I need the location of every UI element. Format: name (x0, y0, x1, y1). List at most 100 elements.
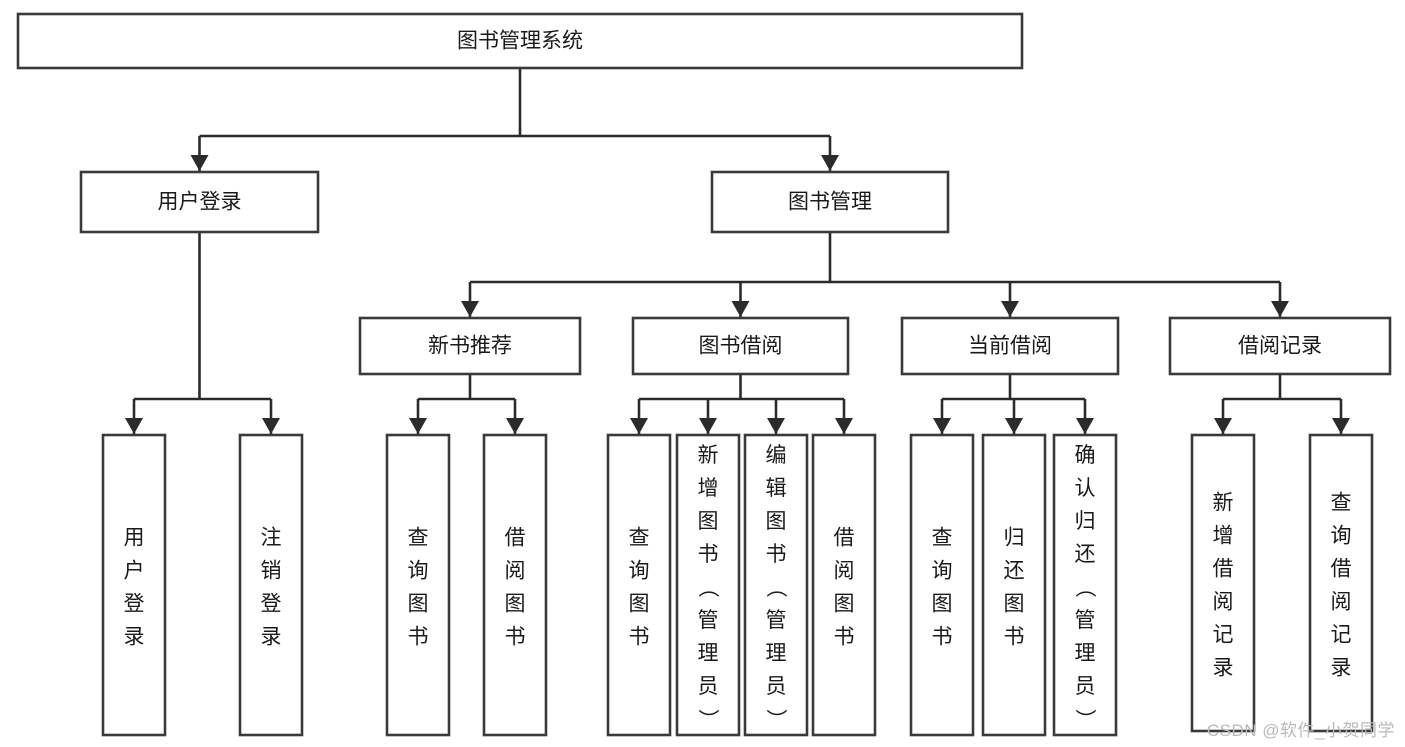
node-box-leaf-logout-login[interactable] (238, 433, 304, 737)
arrow-head-icon (767, 418, 785, 434)
svg-text:阅: 阅 (834, 560, 855, 583)
svg-text:认: 认 (1075, 477, 1096, 500)
node-box-leaf-query-book-borrow[interactable] (606, 433, 672, 737)
svg-text:理: 理 (1075, 642, 1096, 665)
edge-group-root (190, 68, 839, 171)
arrow-head-icon (1332, 418, 1350, 434)
svg-text:图: 图 (766, 510, 787, 533)
node-box-leaf-return-book[interactable] (981, 433, 1047, 737)
svg-text:图: 图 (505, 593, 526, 616)
node-label-root: 图书管理系统 (457, 30, 583, 53)
svg-text:理: 理 (766, 642, 787, 665)
node-box-user-login[interactable] (79, 170, 320, 234)
svg-text:书: 书 (629, 626, 650, 649)
node-new-book-recommend[interactable]: 新书推荐 (358, 316, 582, 376)
svg-text:借: 借 (1331, 558, 1352, 581)
arrow-head-icon (262, 418, 280, 434)
node-label-current-borrow: 当前借阅 (968, 335, 1052, 358)
svg-text:增: 增 (1213, 525, 1234, 548)
node-book-borrow[interactable]: 图书借阅 (631, 316, 850, 376)
node-layer: 图书管理系统用户登录图书管理新书推荐图书借阅当前借阅借阅记录用户登录注销登录查询… (16, 12, 1392, 737)
svg-text:询: 询 (408, 560, 429, 583)
svg-text:图: 图 (408, 593, 429, 616)
node-box-current-borrow[interactable] (900, 316, 1120, 376)
arrow-head-icon (630, 418, 648, 434)
node-box-new-book-recommend[interactable] (358, 316, 582, 376)
svg-text:还: 还 (1004, 560, 1025, 583)
node-box-borrow-record[interactable] (1168, 316, 1392, 376)
node-box-leaf-borrow-book-recommend[interactable] (482, 433, 548, 737)
svg-text:（: （ (696, 577, 719, 598)
node-user-login[interactable]: 用户登录 (79, 170, 320, 234)
svg-text:查: 查 (932, 527, 953, 550)
edge-group-book-management (461, 232, 1289, 317)
node-current-borrow[interactable]: 当前借阅 (900, 316, 1120, 376)
edge-group-current-borrow (933, 374, 1094, 434)
arrow-head-icon (461, 301, 479, 317)
svg-text:注: 注 (261, 527, 282, 550)
watermark-label: CSDN @软件_小贺同学 (1206, 721, 1395, 740)
svg-text:户: 户 (124, 560, 145, 583)
arrow-head-icon (699, 418, 717, 434)
svg-text:查: 查 (629, 527, 650, 550)
node-box-leaf-query-book-current[interactable] (909, 433, 975, 737)
svg-text:图: 图 (698, 510, 719, 533)
svg-text:借: 借 (505, 527, 526, 550)
node-book-management[interactable]: 图书管理 (710, 170, 950, 234)
svg-text:归: 归 (1075, 510, 1096, 533)
svg-text:查: 查 (408, 527, 429, 550)
node-label-book-management: 图书管理 (788, 191, 872, 214)
svg-text:）: ） (764, 709, 787, 730)
node-box-leaf-borrow-book[interactable] (811, 433, 877, 737)
svg-text:编: 编 (766, 444, 787, 467)
svg-text:录: 录 (261, 626, 282, 649)
svg-text:询: 询 (932, 560, 953, 583)
svg-text:书: 书 (505, 626, 526, 649)
node-root[interactable]: 图书管理系统 (16, 12, 1024, 70)
node-box-leaf-user-login[interactable] (101, 433, 167, 737)
svg-text:阅: 阅 (1213, 591, 1234, 614)
node-box-leaf-edit-book[interactable] (743, 433, 809, 737)
arrow-head-icon (821, 155, 839, 171)
arrow-head-icon (125, 418, 143, 434)
svg-text:归: 归 (1004, 527, 1025, 550)
node-box-root[interactable] (16, 12, 1024, 70)
svg-text:确: 确 (1075, 444, 1096, 467)
arrow-head-icon (1214, 418, 1232, 434)
node-box-leaf-add-borrow-record[interactable] (1190, 433, 1256, 733)
edge-group-book-borrow (630, 374, 853, 434)
svg-text:增: 增 (698, 477, 719, 500)
edge-group-user-login (125, 232, 280, 434)
svg-text:（: （ (1073, 577, 1096, 598)
node-box-leaf-add-book[interactable] (675, 433, 741, 737)
node-box-leaf-query-book-recommend[interactable] (385, 433, 451, 737)
node-leaf-user-login[interactable]: 用户登录 (101, 433, 167, 737)
node-borrow-record[interactable]: 借阅记录 (1168, 316, 1392, 376)
arrow-head-icon (731, 301, 750, 317)
svg-text:书: 书 (766, 543, 787, 566)
node-box-leaf-query-borrow-record[interactable] (1308, 433, 1374, 733)
arrow-head-icon (1001, 301, 1019, 317)
node-box-leaf-confirm-return[interactable] (1052, 433, 1118, 737)
node-box-book-borrow[interactable] (631, 316, 850, 376)
node-box-book-management[interactable] (710, 170, 950, 234)
